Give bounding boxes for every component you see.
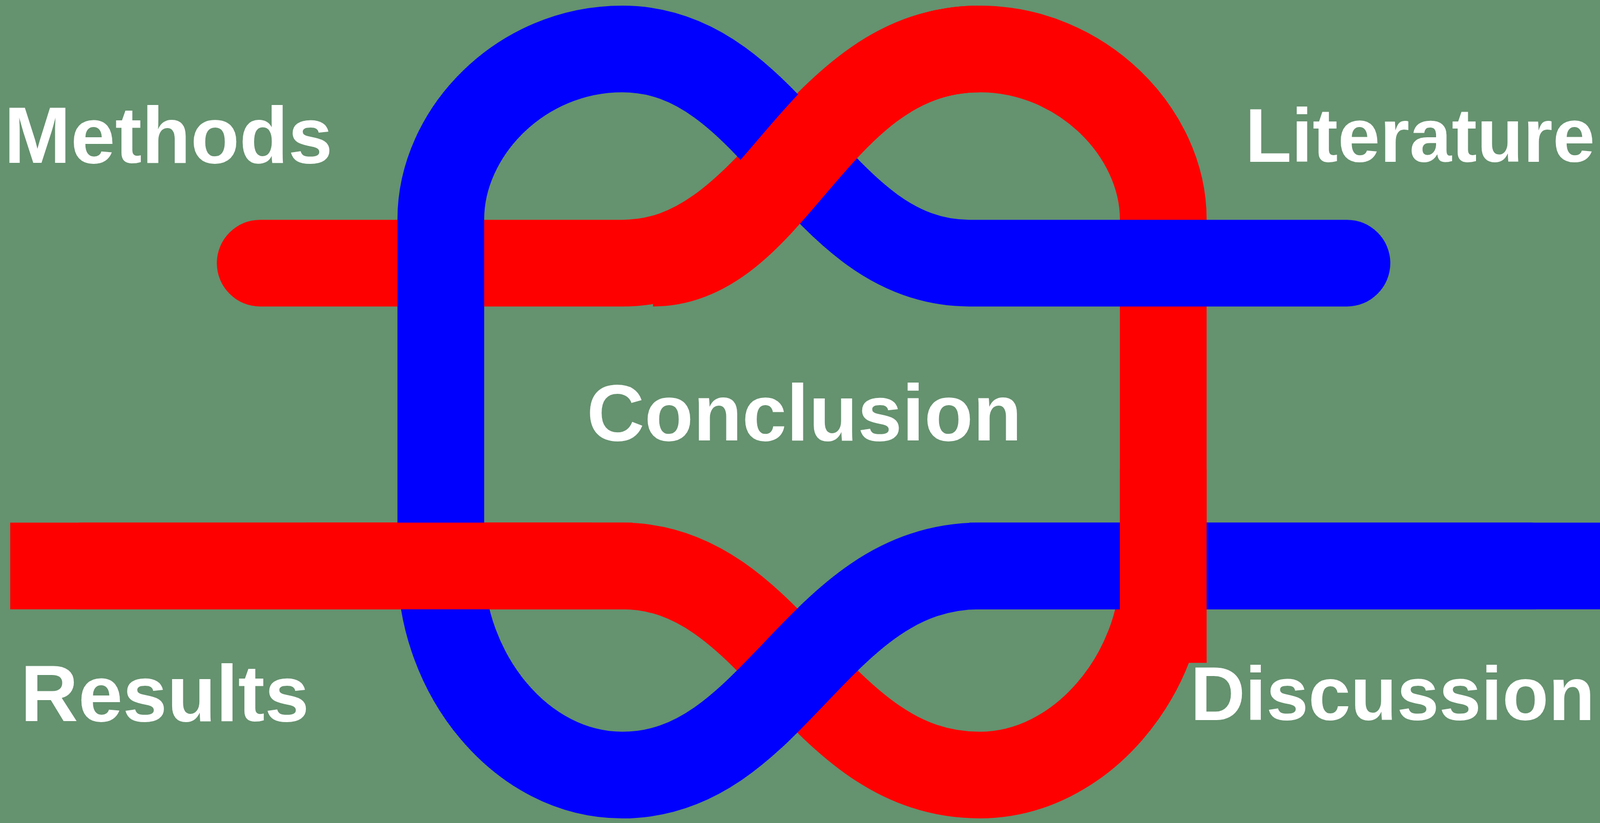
section-label: Results <box>20 650 310 739</box>
blue-rope-tail <box>969 523 1600 610</box>
section-label: Conclusion <box>586 369 1022 458</box>
section-label: Literature <box>1244 94 1595 178</box>
red-rope-over <box>306 523 593 610</box>
red-rope-over <box>1119 469 1207 663</box>
section-label: Discussion <box>1190 652 1595 737</box>
red-rope-tail <box>10 523 633 610</box>
section-label: Methods <box>4 91 333 180</box>
red-rope-over <box>653 49 980 264</box>
